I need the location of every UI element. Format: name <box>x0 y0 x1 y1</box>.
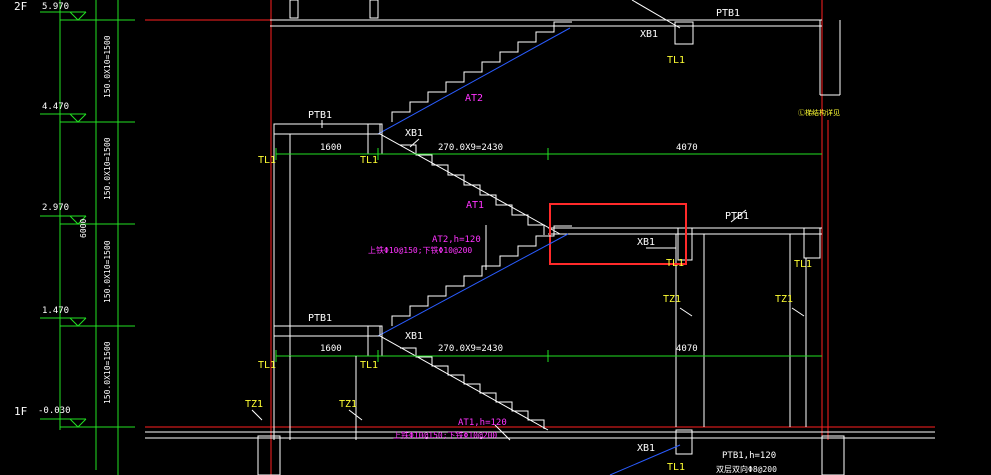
leader-line-4 <box>679 307 693 317</box>
leader-line-9 <box>494 424 511 441</box>
label-at2-rebar: 上铁Φ10@150;下铁Φ10@200 <box>368 245 472 255</box>
label-at1-spec: AT1,h=120 <box>458 418 507 428</box>
vdim-1: 150.0X10=1500 <box>103 35 112 98</box>
label-at1-rebar: 上铁Φ10@150;下铁Φ10@200 <box>393 430 497 440</box>
label-dim-270-a: 270.0X9=2430 <box>438 143 503 153</box>
label-tz1-d: TZ1 <box>339 399 357 410</box>
label-dim-4070-a: 4070 <box>676 143 698 153</box>
vdim-total: 6000 <box>79 219 88 238</box>
beam-tl1-bottom <box>675 429 693 455</box>
label-ptb1-top: PTB1 <box>716 8 740 19</box>
highlight-box <box>549 203 687 265</box>
leader-line-1 <box>409 138 420 148</box>
top-column-left <box>289 0 299 19</box>
label-tl1-right: TL1 <box>794 259 812 270</box>
label-at1-mid: AT1 <box>466 200 484 211</box>
label-tz1-b: TZ1 <box>775 294 793 305</box>
elevation-2970: 2.970 <box>42 203 69 213</box>
floor-label-1f: 1F <box>14 405 27 418</box>
label-dim-1600-a: 1600 <box>320 143 342 153</box>
stair-at2-upper-stringer <box>377 27 571 135</box>
label-xb1-bottom: XB1 <box>637 443 655 454</box>
label-ptb1-right: PTB1 <box>725 211 749 222</box>
leader-line-5 <box>791 307 805 317</box>
stair-bottom-stringer <box>609 444 681 475</box>
label-tl1-low-a: TL1 <box>360 360 378 371</box>
label-ptb1-low: PTB1 <box>308 313 332 324</box>
vdim-2: 150.0X10=1500 <box>103 137 112 200</box>
foundation-left <box>257 435 281 475</box>
label-xb1-box: XB1 <box>637 237 655 248</box>
label-xb1-low: XB1 <box>405 331 423 342</box>
vdim-3: 150.0X10=1500 <box>103 240 112 303</box>
elevation-1470: 1.470 <box>42 306 69 316</box>
stair-at2-lower-stringer <box>377 233 569 337</box>
label-dim-1600-b: 1600 <box>320 344 342 354</box>
label-dim-270-b: 270.0X9=2430 <box>438 344 503 354</box>
label-tl1-box: TL1 <box>666 258 684 269</box>
stair-at1-mid-diagonal <box>379 133 561 235</box>
top-beam-tl1 <box>674 21 694 45</box>
label-xb1-top: XB1 <box>640 29 658 40</box>
label-tl1-mid-left: TL1 <box>258 155 276 166</box>
floor-label-2f: 2F <box>14 0 27 13</box>
label-ptb1-mid: PTB1 <box>308 110 332 121</box>
leader-line-2 <box>730 209 747 223</box>
elevation-marker-2 <box>69 215 87 225</box>
elevation-marker-3 <box>69 317 87 327</box>
elevation-marker-4 <box>69 418 87 428</box>
label-ptb1-bottom-rebar: 双层双向Φ8@200 <box>716 464 777 474</box>
leader-line-6 <box>251 409 263 421</box>
label-note-right: Ⓛ梯结构详见 <box>798 108 840 117</box>
vdim-4: 150.0X10=1500 <box>103 341 112 404</box>
label-at2-top: AT2 <box>465 93 483 104</box>
stair-top-diagonal <box>631 0 681 29</box>
label-tl1-mid-a: TL1 <box>360 155 378 166</box>
leader-line-7 <box>348 409 363 421</box>
top-column-mid <box>369 0 379 19</box>
stair-at2-lower-steps <box>391 225 572 326</box>
stair-at1-lower-steps <box>400 347 545 429</box>
label-xb1-mid: XB1 <box>405 128 423 139</box>
beam-tl1-right <box>803 227 821 259</box>
label-dim-4070-b: 4070 <box>676 344 698 354</box>
drawing-geometry <box>40 0 935 475</box>
elevation-5970: 5.970 <box>42 2 69 12</box>
elevation-marker-0 <box>69 11 87 21</box>
landing-upper <box>273 123 381 135</box>
label-at2-spec: AT2,h=120 <box>432 235 481 245</box>
label-tl1-top: TL1 <box>667 55 685 66</box>
label-tl1-bottom: TL1 <box>667 462 685 473</box>
label-ptb1-bottom: PTB1,h=120 <box>722 451 776 461</box>
elevation-m0030: -0.030 <box>38 406 71 416</box>
stair-at2-upper-steps <box>391 21 572 122</box>
label-tz1-a: TZ1 <box>663 294 681 305</box>
stair-at1-mid-steps <box>400 144 545 235</box>
label-tl1-low-left: TL1 <box>258 360 276 371</box>
label-tz1-c: TZ1 <box>245 399 263 410</box>
landing-lower <box>273 325 381 337</box>
elevation-marker-1 <box>69 113 87 123</box>
foundation-right <box>821 435 845 475</box>
elevation-4470: 4.470 <box>42 102 69 112</box>
